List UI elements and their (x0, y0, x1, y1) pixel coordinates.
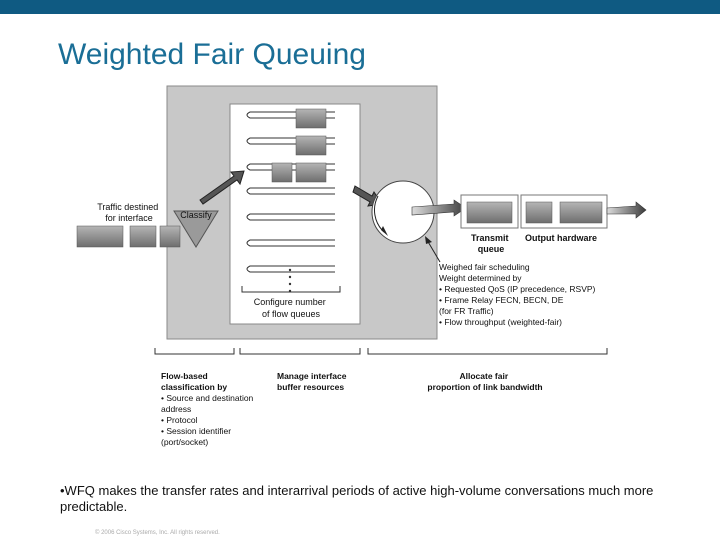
slide-bullet: •WFQ makes the transfer rates and intera… (60, 483, 654, 514)
output-packet-2 (559, 201, 603, 224)
incoming-packets (76, 225, 181, 248)
transmit-packet (466, 201, 513, 224)
classify-label: Classify (180, 210, 212, 220)
output-hardware-label: Output hardware (525, 233, 597, 243)
flow-queue-slots (246, 111, 335, 273)
slide-title: Weighted Fair Queuing (58, 38, 366, 71)
manage-buffer-text: Manage interface buffer resources (277, 371, 349, 392)
allocate-bandwidth-text: Allocate fair proportion of link bandwid… (427, 371, 542, 392)
scheduling-pointer (426, 239, 441, 263)
copyright-footer: © 2006 Cisco Systems, Inc. All rights re… (95, 530, 220, 536)
queued-packets (271, 108, 327, 183)
scheduling-text: Weighed fair scheduling Weight determine… (439, 262, 598, 327)
top-accent-bar (0, 0, 720, 14)
transmit-label: Transmit queue (471, 233, 511, 254)
classify-funnel (173, 210, 219, 248)
configure-bracket (241, 286, 341, 293)
output-arrow (606, 201, 647, 219)
bottom-brackets (154, 348, 608, 355)
output-packet-1 (525, 201, 553, 224)
transmit-arrow (411, 199, 467, 217)
traffic-label: Traffic destined for interface (97, 202, 161, 223)
flow-classification-text: Flow-based classification by • Source an… (161, 371, 256, 447)
rotation-arrowhead (381, 226, 388, 236)
classify-arrow (199, 170, 245, 205)
scheduling-pointer-head (425, 236, 432, 244)
configure-label: Configure number of flow queues (254, 297, 329, 319)
